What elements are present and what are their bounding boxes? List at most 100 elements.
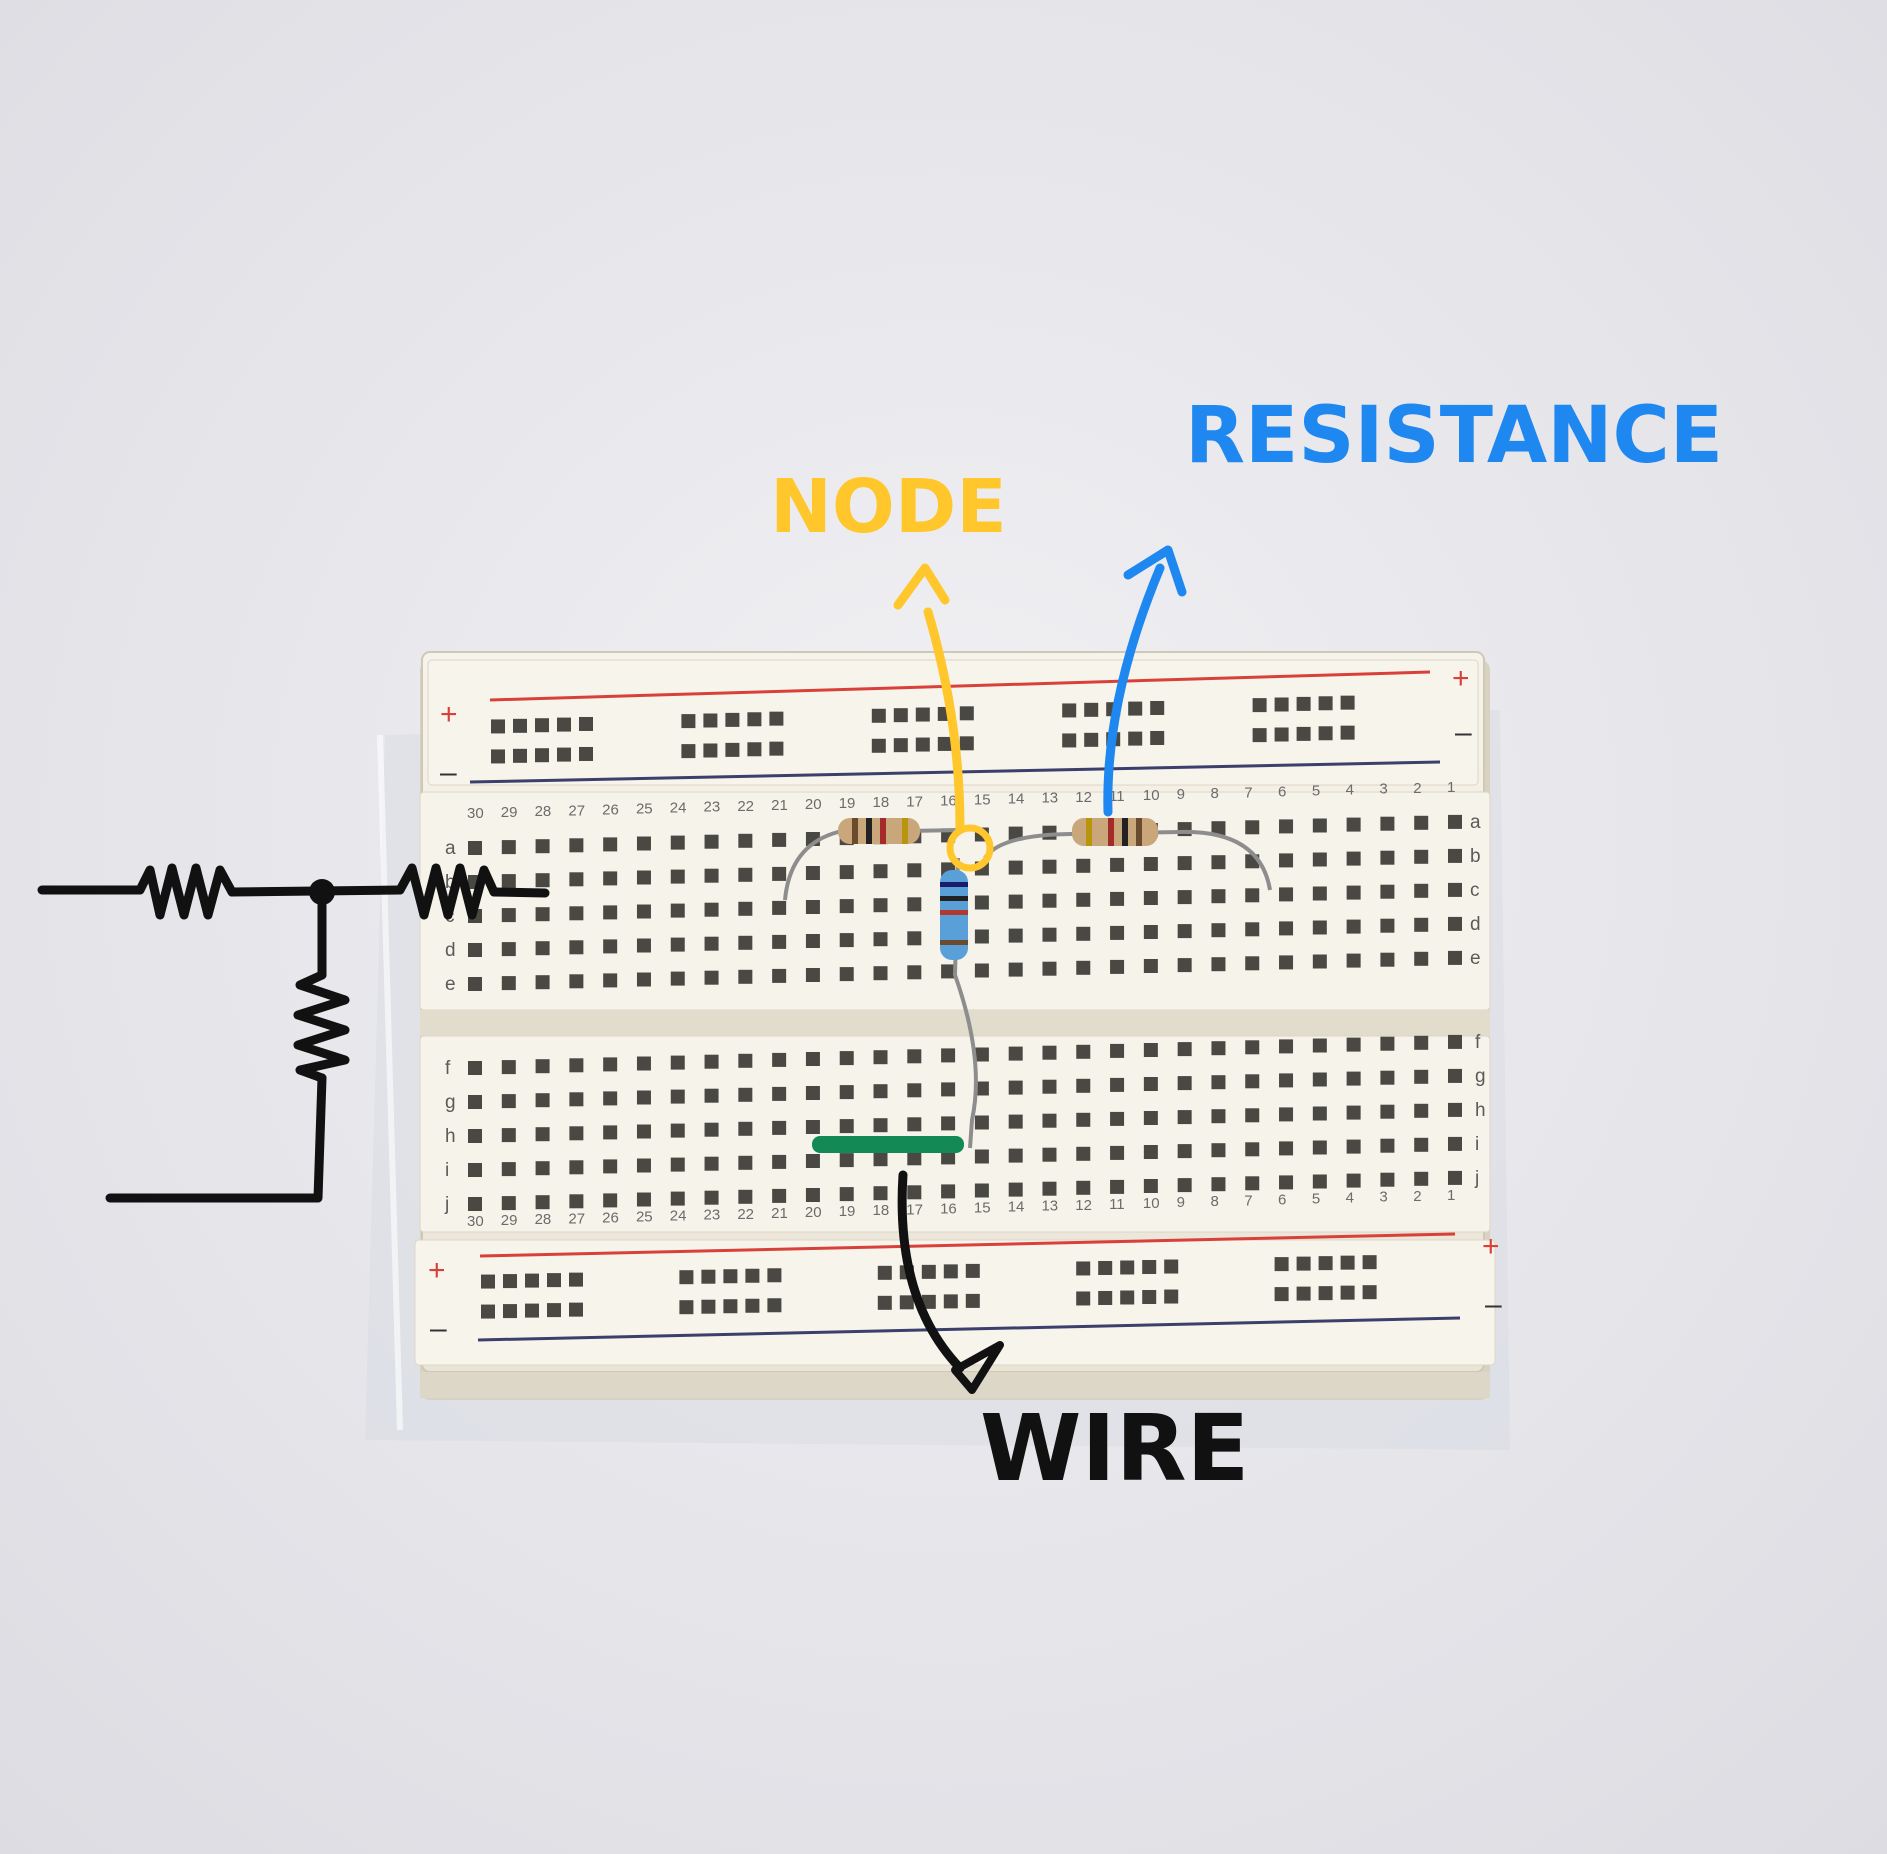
resistance-annotation: RESISTANCE <box>1103 391 1723 817</box>
column-number: 14 <box>1008 1199 1025 1216</box>
rail-hole <box>579 716 593 731</box>
terminal-hole <box>1346 1071 1361 1086</box>
terminal-hole <box>704 1054 719 1069</box>
terminal-hole <box>468 841 482 855</box>
terminal-hole <box>1211 821 1226 836</box>
terminal-hole <box>704 936 719 951</box>
column-number: 22 <box>737 1206 754 1223</box>
column-number: 26 <box>602 801 619 818</box>
terminal-hole <box>501 1162 516 1177</box>
column-number: 7 <box>1244 784 1252 801</box>
column-number: 27 <box>568 1210 585 1227</box>
rail-hole <box>877 1265 892 1280</box>
row-letter: i <box>445 1160 449 1181</box>
terminal-hole <box>1076 1078 1091 1093</box>
terminal-hole <box>1346 1105 1361 1120</box>
terminal-hole <box>1279 1175 1294 1190</box>
terminal-hole <box>1076 892 1091 907</box>
rail-hole <box>481 1304 495 1319</box>
rail-hole <box>767 1298 782 1313</box>
terminal-hole <box>1177 890 1192 905</box>
node-arrow-icon <box>893 563 950 610</box>
column-numbers: 3030292928282727262625252424232322222121… <box>467 779 1455 1230</box>
column-number: 19 <box>839 1203 856 1220</box>
schematic-right-wire <box>489 887 550 898</box>
rail-hole <box>915 737 930 752</box>
terminal-hole <box>974 963 989 978</box>
terminal-hole <box>636 1090 651 1105</box>
terminal-hole <box>974 1115 989 1130</box>
column-number: 18 <box>873 794 890 811</box>
terminal-hole <box>1414 1171 1429 1186</box>
column-number: 1 <box>1447 779 1455 796</box>
terminal-hole <box>535 1059 550 1074</box>
terminal-hole <box>805 1188 820 1202</box>
terminal-hole <box>1414 849 1429 864</box>
rail-hole <box>703 743 718 758</box>
terminal-hole <box>805 1086 820 1100</box>
row-letter: j <box>444 1194 449 1215</box>
rail-hole <box>535 718 549 733</box>
terminal-hole <box>1414 1137 1429 1152</box>
rail-hole <box>745 1268 760 1283</box>
terminal-hole <box>636 1124 651 1139</box>
terminal-hole <box>704 1190 719 1205</box>
terminal-hole <box>501 1060 516 1075</box>
terminal-hole <box>636 1158 651 1173</box>
rail-hole <box>893 738 908 753</box>
rail-hole <box>769 711 784 726</box>
top-left-minus: – <box>440 756 457 789</box>
row-letter: g <box>1475 1066 1486 1087</box>
column-number: 8 <box>1210 785 1218 802</box>
terminal-hole <box>1414 917 1429 932</box>
terminal-hole <box>1346 1173 1361 1188</box>
rail-hole <box>899 1295 914 1310</box>
rail-hole <box>1318 726 1333 741</box>
terminal-hole <box>1380 816 1395 831</box>
terminal-hole <box>704 834 719 849</box>
terminal-hole <box>805 900 820 914</box>
terminal-hole <box>670 937 685 952</box>
column-number: 20 <box>805 796 822 813</box>
rail-hole <box>965 1263 980 1278</box>
terminal-hole <box>535 1093 550 1108</box>
terminal-hole <box>1448 1034 1462 1049</box>
row-letter: h <box>1475 1100 1486 1121</box>
column-number: 26 <box>602 1209 619 1226</box>
terminal-hole <box>704 868 719 883</box>
rail-hole <box>1150 700 1165 715</box>
column-number: 7 <box>1244 1192 1252 1209</box>
rail-hole <box>1274 1257 1289 1272</box>
terminal-hole <box>1380 1036 1395 1051</box>
rail-hole <box>547 1273 561 1288</box>
top-rail-red-line <box>489 670 1431 702</box>
terminal-hole <box>569 1160 584 1175</box>
bottom-right-minus: – <box>1485 1288 1502 1321</box>
terminal-hole <box>873 1050 888 1065</box>
terminal-hole <box>535 975 550 990</box>
terminal-hole <box>1177 856 1192 871</box>
terminal-hole <box>468 1197 482 1211</box>
terminal-hole <box>670 1089 685 1104</box>
terminal-hole <box>636 1056 651 1071</box>
rail-hole <box>547 1303 561 1318</box>
column-number: 3 <box>1379 1189 1387 1206</box>
green-jumper-wire <box>812 1136 964 1153</box>
rail-hole <box>1296 696 1311 711</box>
rail-hole <box>1252 728 1267 743</box>
terminal-hole <box>1076 1146 1091 1161</box>
node-arrow-shaft <box>923 607 965 833</box>
terminal-hole <box>1312 1072 1327 1087</box>
terminal-hole <box>1110 925 1125 940</box>
rail-hole <box>1252 698 1267 713</box>
column-number: 6 <box>1278 1191 1286 1208</box>
terminal-hole <box>1414 1035 1429 1050</box>
terminal-hole <box>1448 848 1462 863</box>
right-resistor-leads <box>983 829 1272 891</box>
terminal-hole <box>1143 1179 1158 1193</box>
terminal-hole <box>670 1157 685 1172</box>
column-number: 5 <box>1312 783 1320 800</box>
column-number: 12 <box>1075 1197 1092 1214</box>
terminal-hole <box>738 1121 753 1136</box>
terminal-hole <box>1076 858 1091 873</box>
